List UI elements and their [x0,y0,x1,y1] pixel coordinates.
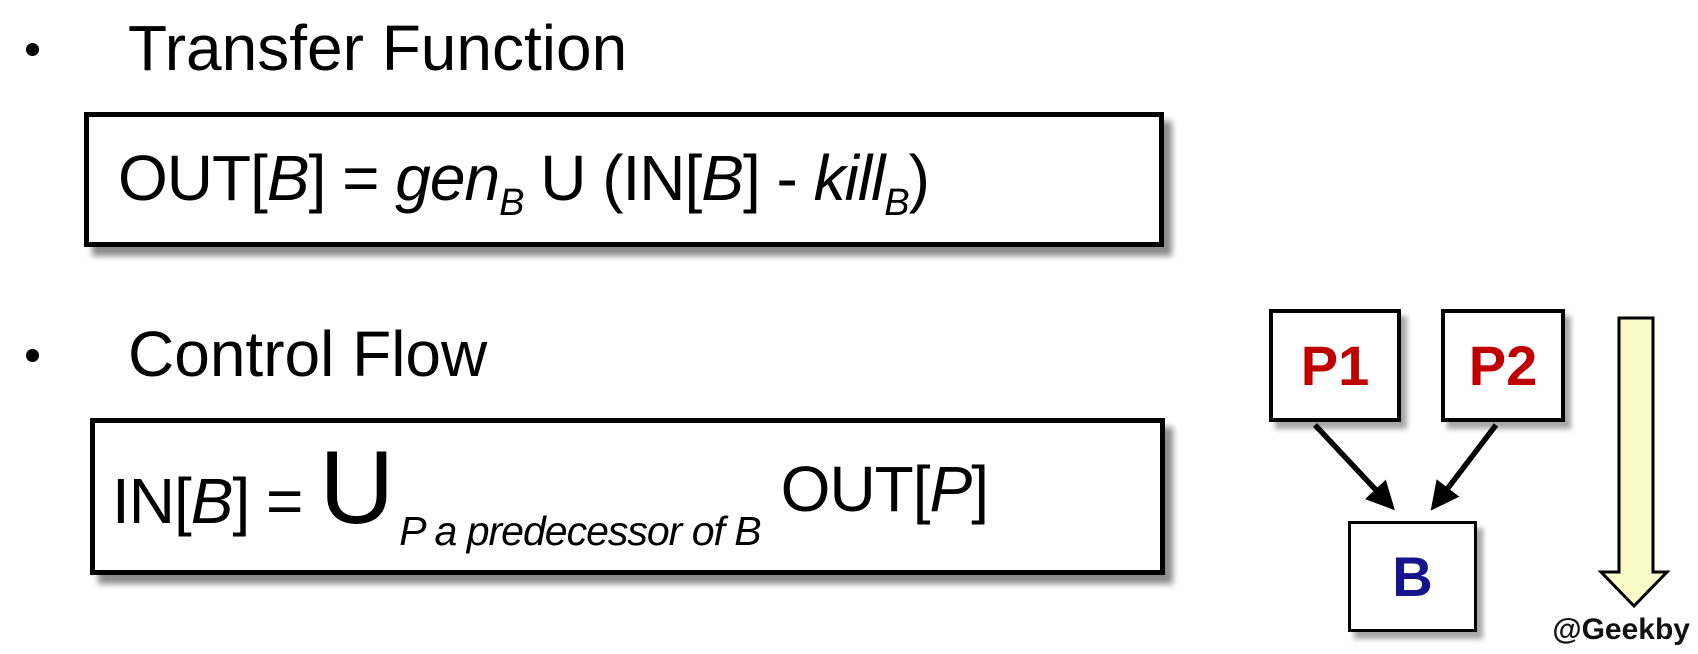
formula-term-b: B [701,142,744,214]
formula-term-b: B [190,465,234,537]
control-flow-formula-box: IN[ B ] = U P a predecessor of B OUT[ P … [90,418,1165,575]
node-b: B [1348,521,1477,632]
formula-subscript-b: B [884,182,909,224]
transfer-function-formula-box: OUT[ B ] = gen B U (IN[ B ] - kill B ) [84,112,1164,247]
formula-term-gen: gen [395,142,500,214]
bullet-item-transfer-function: Transfer Function [26,16,627,80]
yellow-arrow-shape [1597,316,1671,609]
big-union-symbol: U [319,430,395,546]
formula-term: OUT[ [780,453,931,525]
formula-term-b: B [266,142,310,214]
edge-p1-to-b [1312,423,1395,511]
bullet-label-control-flow: Control Flow [128,318,488,390]
formula-term: IN[ [112,465,192,537]
edge-p2-to-b [1430,423,1499,511]
formula-term: ) [908,142,930,214]
formula-term: ] [971,453,989,525]
formula-term-p: P [929,453,973,525]
node-p1-label: P1 [1300,334,1370,397]
node-p1: P1 [1269,309,1401,422]
formula-term: OUT[ [118,142,268,214]
formula-subscript-b: B [499,182,524,224]
formula-term-union: U (IN[ [523,142,702,214]
watermark: @Geekby [1552,613,1690,646]
bullet-label-transfer-function: Transfer Function [128,12,628,84]
node-p2-label: P2 [1468,334,1538,397]
formula-term-minus: ] - [742,142,814,214]
node-p2: P2 [1441,309,1565,422]
formula-term-kill: kill [813,142,886,214]
union-subscript: P a predecessor of B [399,508,761,554]
formula-out-p: OUT[ P ] [780,453,989,525]
bullet-dot [26,43,39,56]
transfer-function-formula: OUT[ B ] = gen B U (IN[ B ] - kill B ) [89,117,1159,222]
formula-term: ] = [232,465,320,537]
bullet-item-control-flow: Control Flow [26,322,487,386]
node-b-label: B [1392,545,1433,608]
formula-term: ] = [308,142,396,214]
control-flow-formula: IN[ B ] = U P a predecessor of B OUT[ P … [95,423,1160,552]
bullet-dot [26,349,39,362]
